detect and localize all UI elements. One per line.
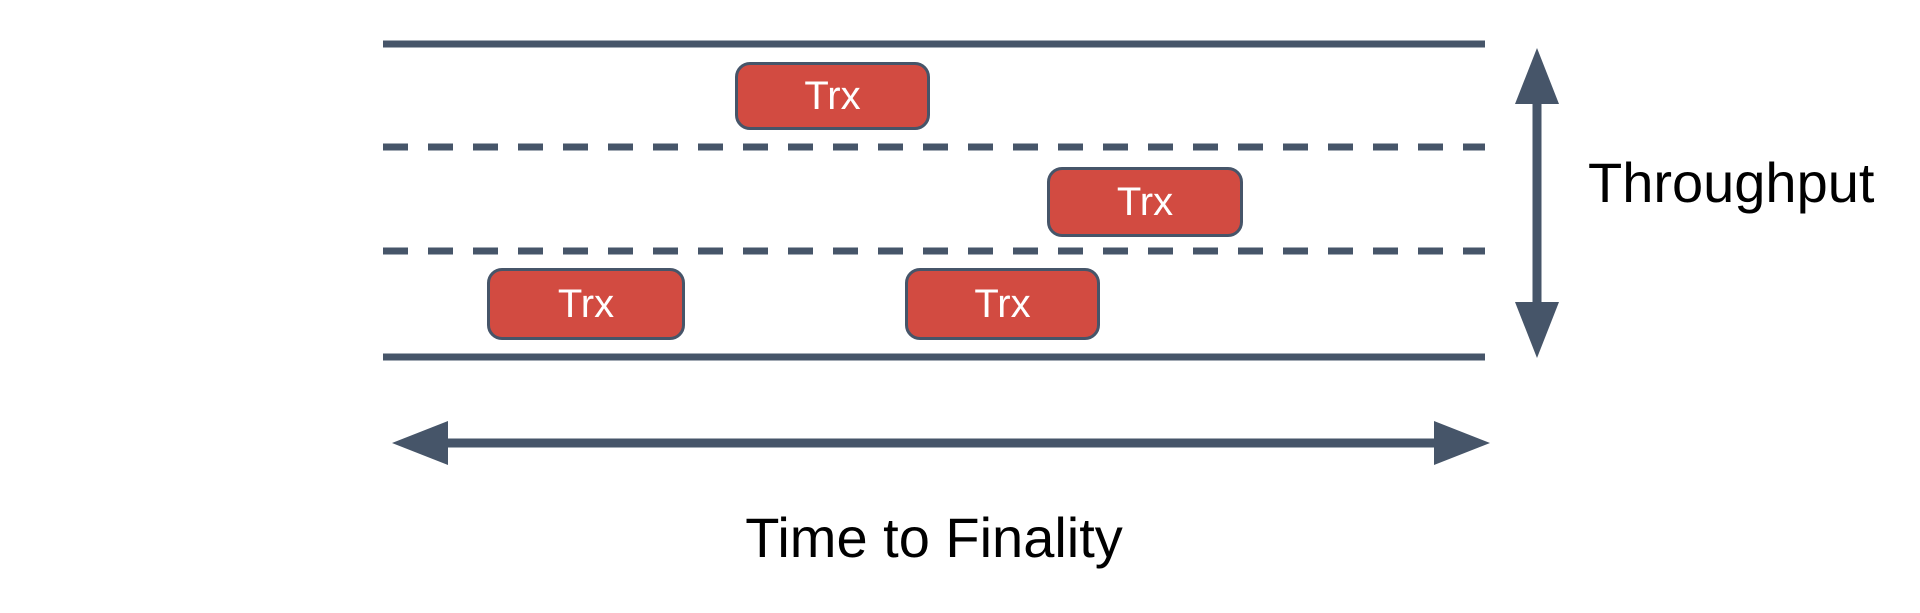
road-lanes	[383, 40, 1485, 361]
transaction-label: Trx	[1116, 180, 1174, 224]
transaction-label: Trx	[804, 74, 861, 118]
time-arrow-head-right	[1434, 421, 1490, 465]
transaction-box: Trx	[735, 62, 930, 130]
transaction-box: Trx	[905, 268, 1100, 340]
transaction-box: Trx	[487, 268, 685, 340]
transaction-label: Trx	[557, 282, 615, 326]
throughput-axis-label: Throughput	[1588, 151, 1875, 214]
throughput-arrow-head-down	[1515, 302, 1559, 358]
transaction-box: Trx	[1047, 167, 1243, 237]
time-arrow-head-left	[392, 421, 448, 465]
time-to-finality-axis-label: Time to Finality	[745, 506, 1123, 569]
throughput-double-arrow-icon	[1515, 48, 1559, 358]
throughput-arrow-head-up	[1515, 48, 1559, 104]
transaction-label: Trx	[974, 282, 1031, 326]
time-to-finality-double-arrow-icon	[392, 421, 1490, 465]
